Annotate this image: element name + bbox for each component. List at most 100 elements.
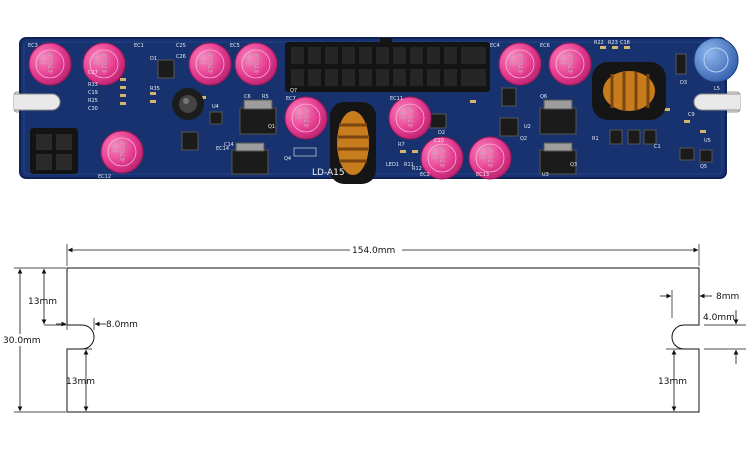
- silk-label-u3: U3: [542, 172, 549, 178]
- capacitor-value-label: 470uF: [407, 106, 415, 128]
- capacitor-value-label: 470uF: [207, 52, 215, 74]
- capacitor-voltage-label: 16V: [295, 106, 303, 120]
- silk-label-r23: R23: [608, 40, 618, 46]
- capacitor-value-label: 470uF: [119, 140, 127, 162]
- capacitor-voltage-label: 16V: [399, 106, 407, 120]
- silk-label-q5: Q5: [700, 164, 707, 170]
- capacitor-value-label: 470uF: [47, 52, 55, 74]
- silk-label-r25: R25: [88, 98, 98, 104]
- capacitor-voltage-label: 16V: [479, 146, 487, 160]
- bottom-offset-left-label: 13mm: [66, 377, 95, 387]
- heatsink-slot-right: [693, 93, 740, 111]
- silk-label-d2: D2: [438, 130, 445, 136]
- silk-label-r35: R35: [150, 86, 160, 92]
- silk-label-ec6: EC6: [540, 43, 550, 49]
- capacitor-voltage-label: 16V: [199, 52, 207, 66]
- capacitor-value-label: 470uF: [487, 146, 495, 168]
- length-dim-label: 154.0mm: [352, 246, 395, 256]
- silk-label-ec12: EC12: [98, 174, 111, 180]
- slot-width-right-label: 8mm: [716, 292, 739, 302]
- silk-label-c26: C26: [176, 54, 186, 60]
- slot-width-left-label: 8.0mm: [106, 320, 138, 330]
- dimension-drawing: 154.0mm 30.0mm 13mm 13mm 8.0mm 8mm 4.0mm: [2, 244, 746, 413]
- silk-label-ec11: EC11: [390, 96, 403, 102]
- silk-label-ec1: EC1: [134, 43, 144, 49]
- plate-outline: [66, 267, 700, 413]
- silk-label-d1: D1: [150, 56, 157, 62]
- capacitor-voltage-label: 16V: [509, 52, 517, 66]
- capacitor-value-label: 470uF: [101, 52, 109, 74]
- silk-label-c18: C18: [620, 40, 630, 46]
- silk-label-l5: L5: [714, 86, 720, 92]
- silk-label-ec4: EC4: [490, 43, 500, 49]
- capacitor-voltage-label: 16V: [39, 52, 47, 66]
- capacitor-value-label: 470uF: [303, 106, 311, 128]
- silk-label-q7: Q7: [290, 88, 297, 94]
- silk-label-r12: R12: [412, 166, 422, 172]
- atx-24-pin-connector: [285, 38, 490, 92]
- capacitor-value-label: 470uF: [253, 52, 261, 74]
- silk-label-c9: C9: [688, 112, 695, 118]
- capacitor-value-label: 470uF: [439, 146, 447, 168]
- silk-label-u2: U2: [524, 124, 531, 130]
- silk-label-c6: C6: [244, 94, 251, 100]
- silk-label-c10: C10: [434, 138, 444, 144]
- silk-label-r1: R1: [592, 136, 599, 142]
- silk-label-q1: Q1: [268, 124, 275, 130]
- silk-label-c14: C14: [224, 142, 234, 148]
- silk-label-r11: R11: [404, 162, 414, 168]
- silk-label-ec3: EC3: [28, 43, 38, 49]
- silk-label-u5: U5: [704, 138, 711, 144]
- capacitor-voltage-label: 16V: [111, 140, 119, 154]
- capacitor-voltage-label: 16V: [245, 52, 253, 66]
- silk-label-q3: Q3: [570, 162, 577, 168]
- capacitor-value-label: 470uF: [517, 52, 525, 74]
- heatsink-slot-left: [14, 93, 61, 111]
- silk-label-r33: R33: [88, 82, 98, 88]
- silk-label-q4: Q4: [284, 156, 291, 162]
- 4-pin-connector: [30, 128, 78, 174]
- silk-label-ec13: EC13: [476, 172, 489, 178]
- silk-label-c1: C1: [654, 144, 661, 150]
- blue-capacitor: [693, 37, 739, 83]
- silk-label-u4: U4: [212, 104, 219, 110]
- silk-label-q6: Q6: [540, 94, 547, 100]
- silk-label-c25: C25: [176, 43, 186, 49]
- silk-label-ec7: EC7: [286, 96, 296, 102]
- coil-inductor-right: [592, 62, 666, 120]
- capacitor-voltage-label: 16V: [559, 52, 567, 66]
- silk-label-led1: LED1: [386, 162, 399, 168]
- silk-label-q2: Q2: [520, 136, 527, 142]
- silk-label-r22: R22: [594, 40, 604, 46]
- silk-label-ec5: EC5: [230, 43, 240, 49]
- capacitor-voltage-label: 16V: [431, 146, 439, 160]
- board-model-label: LD-A15: [312, 168, 345, 178]
- silk-label-r5: R5: [262, 94, 269, 100]
- silk-label-r7: R7: [398, 142, 405, 148]
- silk-label-c19: C19: [88, 90, 98, 96]
- mosfet-packages: [157, 53, 713, 175]
- coil-inductor-center: [330, 102, 376, 184]
- capacitor-value-label: 470uF: [567, 52, 575, 74]
- top-offset-left-label: 13mm: [28, 297, 57, 307]
- height-dim-label: 30.0mm: [3, 336, 41, 346]
- silk-label-c30: C30: [88, 106, 98, 112]
- small-inductor: [172, 88, 204, 120]
- silk-label-ec2: EC2: [420, 172, 430, 178]
- silk-label-c27: C27: [88, 70, 98, 76]
- silk-label-ec14: EC14: [216, 146, 229, 152]
